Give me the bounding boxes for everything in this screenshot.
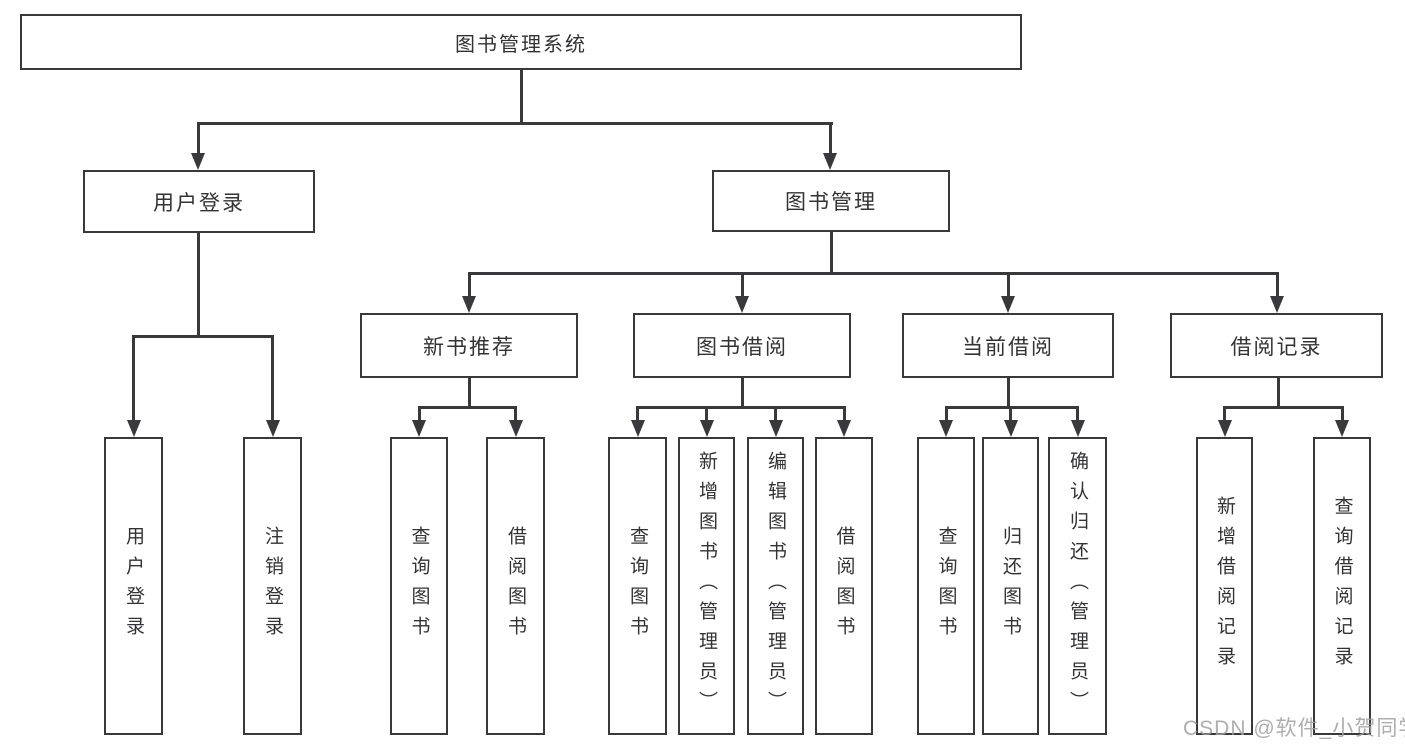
connector-to-leaf-user-login: [132, 335, 135, 420]
connector-new-book-stem: [467, 378, 471, 406]
arrowhead-leaf: [699, 420, 714, 437]
connector-leaf: [705, 406, 708, 420]
arrowhead-leaf: [837, 420, 851, 437]
node-label: 用户登录: [153, 191, 245, 215]
node-new-book-recommend: 新书推荐: [360, 313, 578, 378]
arrowhead-leaf-user-login: [126, 420, 141, 437]
connector-leaf: [944, 406, 948, 420]
arrowhead-leaf: [1335, 420, 1349, 437]
arrowhead-leaf-logout: [265, 420, 280, 437]
connector-to-new-book-recommend: [467, 272, 471, 296]
connector-leaf: [842, 406, 846, 420]
arrowhead-leaf: [939, 420, 953, 437]
node-label: 借阅记录: [1230, 335, 1323, 359]
connector-leaf: [1340, 406, 1344, 420]
leaf-label: 查询图书: [408, 526, 430, 646]
connector-to-borrow-record: [1275, 272, 1279, 296]
connector-level3-split: [467, 272, 1279, 275]
connector-to-book-management: [828, 122, 832, 154]
leaf-add-borrow-record: 新增借阅记录: [1196, 437, 1253, 735]
connector-leaf: [514, 406, 517, 420]
node-label: 图书管理系统: [455, 33, 587, 56]
connector-new-book-split: [417, 406, 517, 409]
leaf-label: 确认归还（管理员）: [1067, 451, 1088, 721]
node-borrow-record: 借阅记录: [1170, 313, 1383, 378]
leaf-label: 新增借阅记录: [1214, 496, 1235, 676]
arrowhead-book-borrow: [735, 296, 749, 313]
node-label: 图书管理: [785, 191, 877, 214]
arrowhead-book-management: [823, 153, 837, 170]
arrowhead-leaf: [1070, 420, 1085, 437]
connector-user-login-stem: [196, 233, 200, 335]
connector-leaf: [417, 406, 421, 420]
node-label: 新书推荐: [423, 335, 515, 359]
leaf-label: 借阅图书: [833, 526, 855, 646]
arrowhead-borrow-record: [1270, 296, 1284, 313]
arrowhead-leaf: [768, 420, 783, 437]
leaf-label: 借阅图书: [505, 526, 526, 646]
leaf-query-books-current: 查询图书: [917, 437, 975, 735]
leaf-user-login: 用户登录: [104, 437, 163, 735]
leaf-query-books-borrow: 查询图书: [608, 437, 667, 735]
leaf-label: 新增图书（管理员）: [696, 451, 717, 721]
leaf-query-books-recommend: 查询图书: [390, 437, 448, 735]
node-label: 当前借阅: [962, 335, 1054, 359]
connector-borrow-record-stem: [1276, 378, 1280, 406]
leaf-borrow-books: 借阅图书: [815, 437, 873, 735]
leaf-return-books: 归还图书: [982, 437, 1039, 735]
leaf-add-books-admin: 新增图书（管理员）: [678, 437, 735, 735]
arrowhead-leaf: [1003, 420, 1018, 437]
leaf-edit-books-admin: 编辑图书（管理员）: [747, 437, 804, 735]
arrowhead-new-book-recommend: [462, 296, 476, 313]
connector-book-borrow-stem: [740, 378, 744, 406]
leaf-label: 用户登录: [123, 526, 144, 646]
csdn-watermark: CSDN @软件_小贺同学: [1183, 717, 1405, 740]
node-book-borrow: 图书借阅: [633, 313, 851, 378]
leaf-label: 归还图书: [1000, 526, 1021, 646]
leaf-borrow-books-recommend: 借阅图书: [486, 437, 545, 735]
node-current-borrow: 当前借阅: [902, 313, 1114, 378]
arrowhead-leaf: [1217, 420, 1232, 437]
connector-leaf: [1076, 406, 1079, 420]
connector-leaf: [1009, 406, 1012, 420]
leaf-label: 注销登录: [262, 526, 283, 646]
leaf-label: 查询借阅记录: [1331, 496, 1353, 676]
connector-user-login-split: [132, 335, 273, 338]
connector-borrow-record-split: [1223, 406, 1344, 409]
connector-leaf: [1223, 406, 1226, 420]
connector-to-book-borrow: [740, 272, 744, 296]
connector-leaf: [774, 406, 777, 420]
connector-book-management-stem: [829, 232, 833, 272]
connector-to-user-login: [196, 122, 200, 154]
leaf-query-borrow-record: 查询借阅记录: [1313, 437, 1371, 735]
node-book-management: 图书管理: [712, 170, 950, 232]
arrowhead-leaf: [630, 420, 645, 437]
connector-leaf: [636, 406, 639, 420]
connector-to-leaf-logout: [271, 335, 274, 420]
leaf-logout-login: 注销登录: [243, 437, 302, 735]
connector-book-borrow-split: [636, 406, 846, 409]
leaf-label: 查询图书: [627, 526, 648, 646]
connector-to-current-borrow: [1006, 272, 1010, 296]
node-user-login: 用户登录: [83, 170, 315, 233]
node-library-management-system: 图书管理系统: [20, 14, 1022, 70]
connector-current-borrow-stem: [1006, 378, 1010, 406]
arrowhead-leaf: [412, 420, 426, 437]
leaf-confirm-return-admin: 确认归还（管理员）: [1048, 437, 1107, 735]
arrowhead-leaf: [508, 420, 523, 437]
arrowhead-user-login: [191, 153, 205, 170]
node-label: 图书借阅: [696, 335, 788, 359]
leaf-label: 查询图书: [935, 526, 957, 646]
arrowhead-current-borrow: [1001, 296, 1015, 313]
connector-root-stem: [519, 70, 523, 122]
connector-level2-split: [196, 122, 833, 125]
leaf-label: 编辑图书（管理员）: [765, 451, 786, 721]
